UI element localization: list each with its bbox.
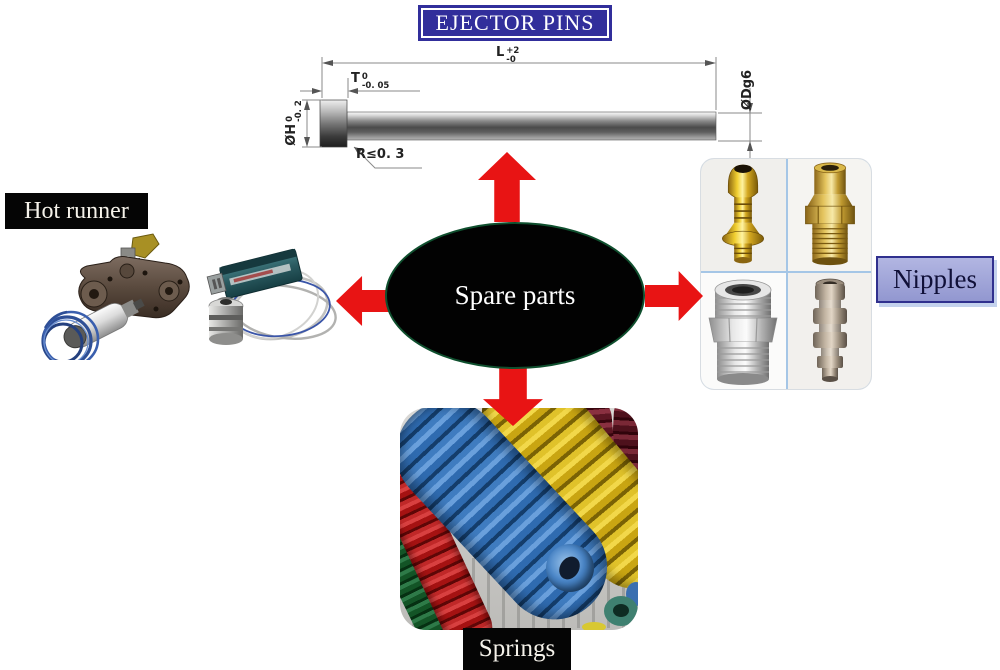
spring-ring-yellow	[582, 622, 606, 630]
nipple-chrome-image	[701, 273, 786, 389]
spring-ring-teal	[604, 596, 638, 626]
length-dimension-label: L +2-0	[496, 45, 520, 65]
shaft-diameter-dimension-label: ØDg6	[740, 69, 755, 111]
controller-box	[206, 248, 303, 299]
hot-runner-connector-photo	[206, 248, 337, 345]
pin-head	[319, 99, 348, 148]
dimension-lines	[300, 57, 762, 169]
length-tolerance: +2-0	[506, 46, 520, 65]
nipple-brass-image	[788, 159, 871, 271]
nipples-photo	[700, 158, 872, 390]
nipple-gold-image	[701, 159, 786, 271]
spring-hole	[613, 604, 629, 617]
spring-blue-end-cap	[546, 544, 594, 592]
head-diameter-dimension-label: ØH 0-0. 2	[284, 100, 304, 146]
manifold-block	[78, 256, 190, 319]
spare-parts-ellipse: Spare parts	[385, 222, 645, 369]
spring-hole	[555, 552, 584, 584]
blue-cable-coil	[41, 310, 100, 360]
hot-runner-label: Hot runner	[5, 193, 148, 229]
head-diameter-tolerance: 0-0. 2	[285, 100, 304, 122]
nipple-bronze-image	[788, 273, 871, 389]
ejector-pin-drawing	[300, 57, 762, 169]
nozzle-cylinder	[208, 297, 244, 345]
spare-parts-label: Spare parts	[454, 280, 576, 310]
radius-note-label: R≤0. 3	[356, 147, 405, 162]
nipples-label: Nipples	[876, 256, 994, 303]
thickness-tolerance: 0-0. 05	[361, 72, 390, 91]
dimension-arrowheads	[304, 60, 753, 154]
springs-label: Springs	[463, 628, 571, 670]
pin-shaft	[346, 111, 717, 141]
arrow-right-icon	[645, 271, 703, 321]
hot-runner-manifold-photo	[41, 233, 190, 360]
ejector-pins-title: EJECTOR PINS	[418, 5, 612, 41]
ejector-pins-title-text: EJECTOR PINS	[435, 10, 595, 35]
springs-photo	[400, 408, 638, 630]
thickness-dimension-label: T 0-0. 05	[351, 71, 390, 91]
